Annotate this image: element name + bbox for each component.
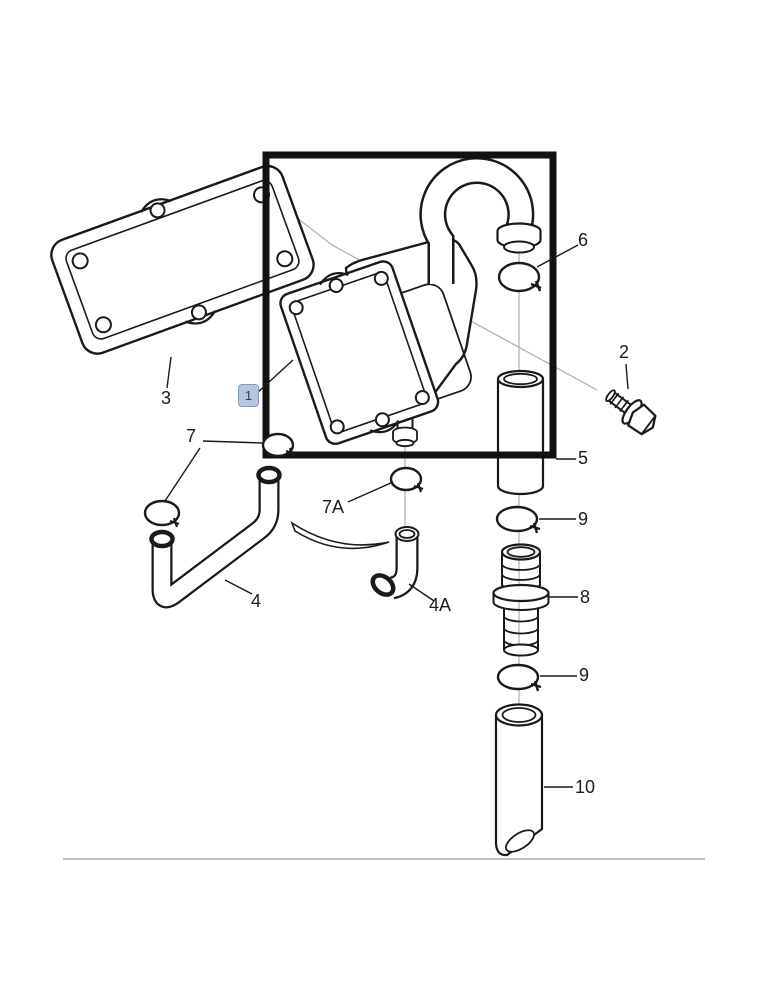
callout-7[interactable]: 7 bbox=[186, 426, 197, 446]
callout-4[interactable]: 4 bbox=[251, 591, 262, 611]
clamp-7-left-icon bbox=[143, 499, 181, 528]
callout-3[interactable]: 3 bbox=[161, 388, 172, 408]
clamp-9-top-icon bbox=[495, 505, 541, 534]
part-5-tube-drawing bbox=[496, 369, 545, 496]
part-4a-elbow-drawing bbox=[370, 526, 420, 600]
part-2-bolt-drawing bbox=[605, 389, 657, 436]
swoosh-line bbox=[290, 520, 390, 550]
clamp-9-bottom-icon bbox=[496, 663, 542, 692]
leader-lines bbox=[164, 244, 629, 788]
callout-9-top[interactable]: 9 bbox=[578, 509, 589, 529]
part-8-connector-drawing bbox=[492, 543, 550, 657]
cooler-mounting-plate bbox=[279, 260, 440, 446]
callout-5[interactable]: 5 bbox=[578, 448, 589, 468]
clamp-7a-icon bbox=[389, 466, 424, 493]
callout-10[interactable]: 10 bbox=[575, 777, 596, 797]
callout-4a[interactable]: 4A bbox=[429, 595, 452, 615]
part-3-gasket-drawing bbox=[50, 164, 315, 355]
callout-8[interactable]: 8 bbox=[580, 587, 591, 607]
callout-9-bottom[interactable]: 9 bbox=[579, 665, 590, 685]
selection-box bbox=[262, 151, 557, 459]
hose-clamp-icons bbox=[143, 261, 542, 692]
callout-6[interactable]: 6 bbox=[578, 230, 589, 250]
callout-1-selected[interactable]: 1 bbox=[238, 384, 259, 407]
part-4-hose-drawing bbox=[149, 465, 282, 609]
callout-2[interactable]: 2 bbox=[619, 342, 630, 362]
callout-7a[interactable]: 7A bbox=[322, 497, 345, 517]
clamp-6-icon bbox=[497, 261, 542, 293]
part-10-tube-drawing bbox=[494, 703, 544, 857]
part-1-oil-cooler-drawing bbox=[279, 157, 542, 448]
clamp-7-icon bbox=[261, 432, 296, 458]
